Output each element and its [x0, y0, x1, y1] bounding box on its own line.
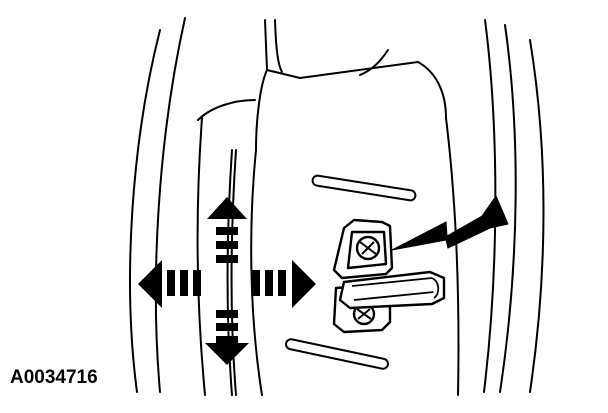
striker-bracket [332, 218, 446, 334]
pillar-outline [250, 19, 447, 396]
trim-slot-upper [311, 174, 417, 202]
door-seal-lines [196, 99, 256, 396]
body-panel-lines [129, 17, 186, 393]
door-frame-edge [445, 19, 545, 396]
pointer-arrow-icon [391, 194, 509, 251]
figure-id-label: A0034716 [10, 367, 98, 388]
gap-line [359, 49, 389, 76]
trim-slot-lower [285, 338, 389, 370]
four-way-arrows-icon [138, 197, 316, 365]
